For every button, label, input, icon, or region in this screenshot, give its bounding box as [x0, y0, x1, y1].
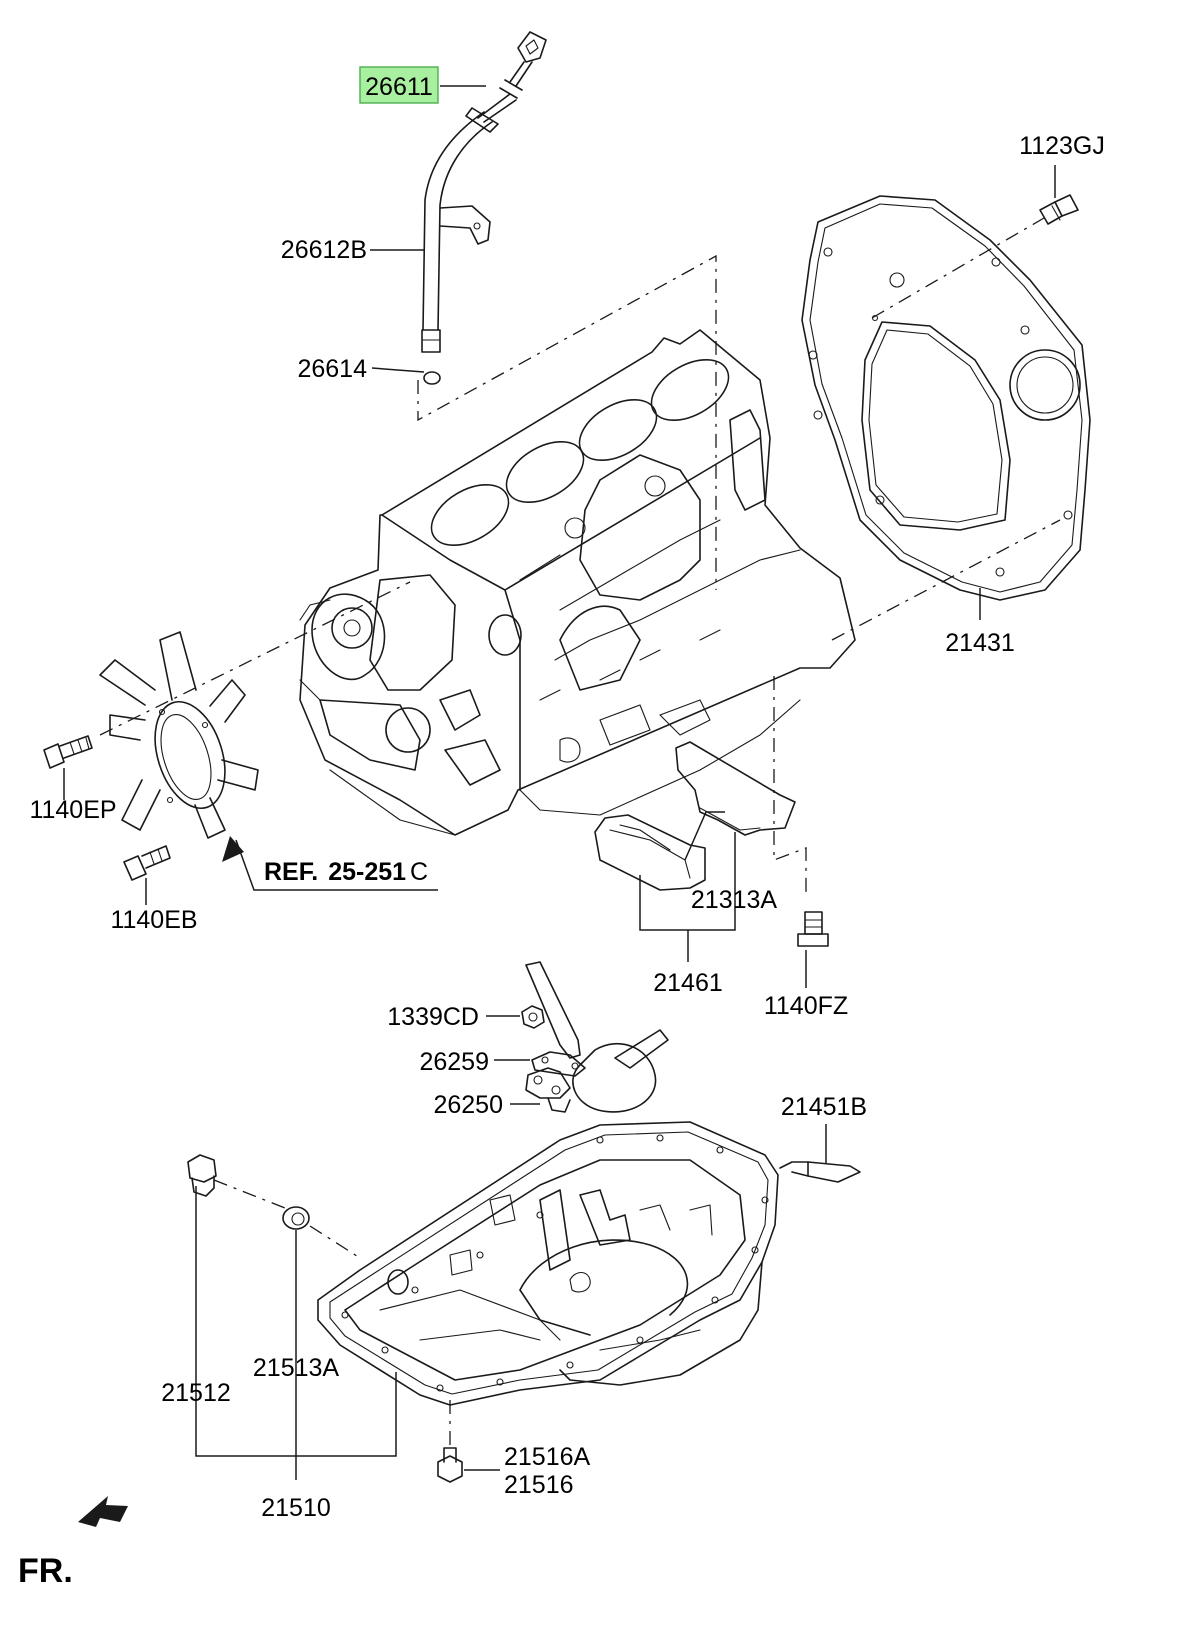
label-21451b[interactable]: 21451B [781, 1093, 867, 1121]
leader-lines [63, 85, 1056, 1480]
label-26614[interactable]: 26614 [297, 355, 367, 383]
label-1140ep[interactable]: 1140EP [29, 796, 116, 824]
oil-level-gauge[interactable] [477, 31, 547, 123]
label-26259[interactable]: 26259 [419, 1048, 489, 1076]
label-21516a[interactable]: 21516A [504, 1443, 591, 1471]
label-21516[interactable]: 21516 [504, 1471, 574, 1499]
cylinder-block [299, 329, 856, 836]
gauge-guide-tube[interactable] [421, 107, 499, 353]
label-1140fz[interactable]: 1140FZ [764, 992, 848, 1020]
label-21431[interactable]: 21431 [945, 629, 1015, 657]
oil-baffle-bracket[interactable] [594, 741, 796, 891]
ref-label[interactable]: REF. 25-251 C [264, 858, 428, 886]
ref-arrow-head [222, 836, 244, 862]
rear-plate[interactable] [801, 195, 1091, 601]
liquid-gasket-tube[interactable] [779, 1161, 861, 1183]
ref-number: 25-251 [328, 858, 406, 886]
label-1339cd[interactable]: 1339CD [387, 1003, 479, 1031]
drain-plug[interactable] [187, 1154, 217, 1197]
label-1123gj[interactable]: 1123GJ [1019, 132, 1105, 160]
bolt-1123gj[interactable] [1039, 194, 1079, 225]
drain-plug-gasket[interactable] [282, 1206, 310, 1230]
oil-pan-bolt[interactable] [437, 1447, 463, 1483]
front-direction-arrow [78, 1496, 128, 1527]
ref-prefix: REF. [264, 858, 318, 886]
label-21313a[interactable]: 21313A [691, 886, 778, 914]
label-21512[interactable]: 21512 [161, 1379, 231, 1407]
label-26250[interactable]: 26250 [433, 1091, 503, 1119]
label-26612b[interactable]: 26612B [281, 236, 367, 264]
nut-1339cd[interactable] [521, 1005, 545, 1029]
label-21461[interactable]: 21461 [653, 969, 723, 997]
bolt-1140ep[interactable] [43, 735, 93, 769]
label-21513a[interactable]: 21513A [253, 1354, 340, 1382]
bolt-1140fz[interactable] [797, 911, 829, 947]
o-ring[interactable] [423, 371, 441, 385]
selected-part-highlight [359, 66, 439, 104]
assembly-guide-lines [99, 217, 1061, 1448]
bolt-1140eb[interactable] [123, 845, 171, 881]
oil-pan[interactable] [317, 1121, 779, 1406]
oil-strainer[interactable] [525, 961, 669, 1113]
label-26611[interactable]: 26611 [365, 73, 433, 101]
label-21510[interactable]: 21510 [261, 1494, 331, 1522]
ref-suffix: C [410, 858, 428, 886]
cooling-fan [99, 631, 259, 839]
front-direction-label: FR. [18, 1552, 73, 1590]
label-1140eb[interactable]: 1140EB [110, 906, 197, 934]
